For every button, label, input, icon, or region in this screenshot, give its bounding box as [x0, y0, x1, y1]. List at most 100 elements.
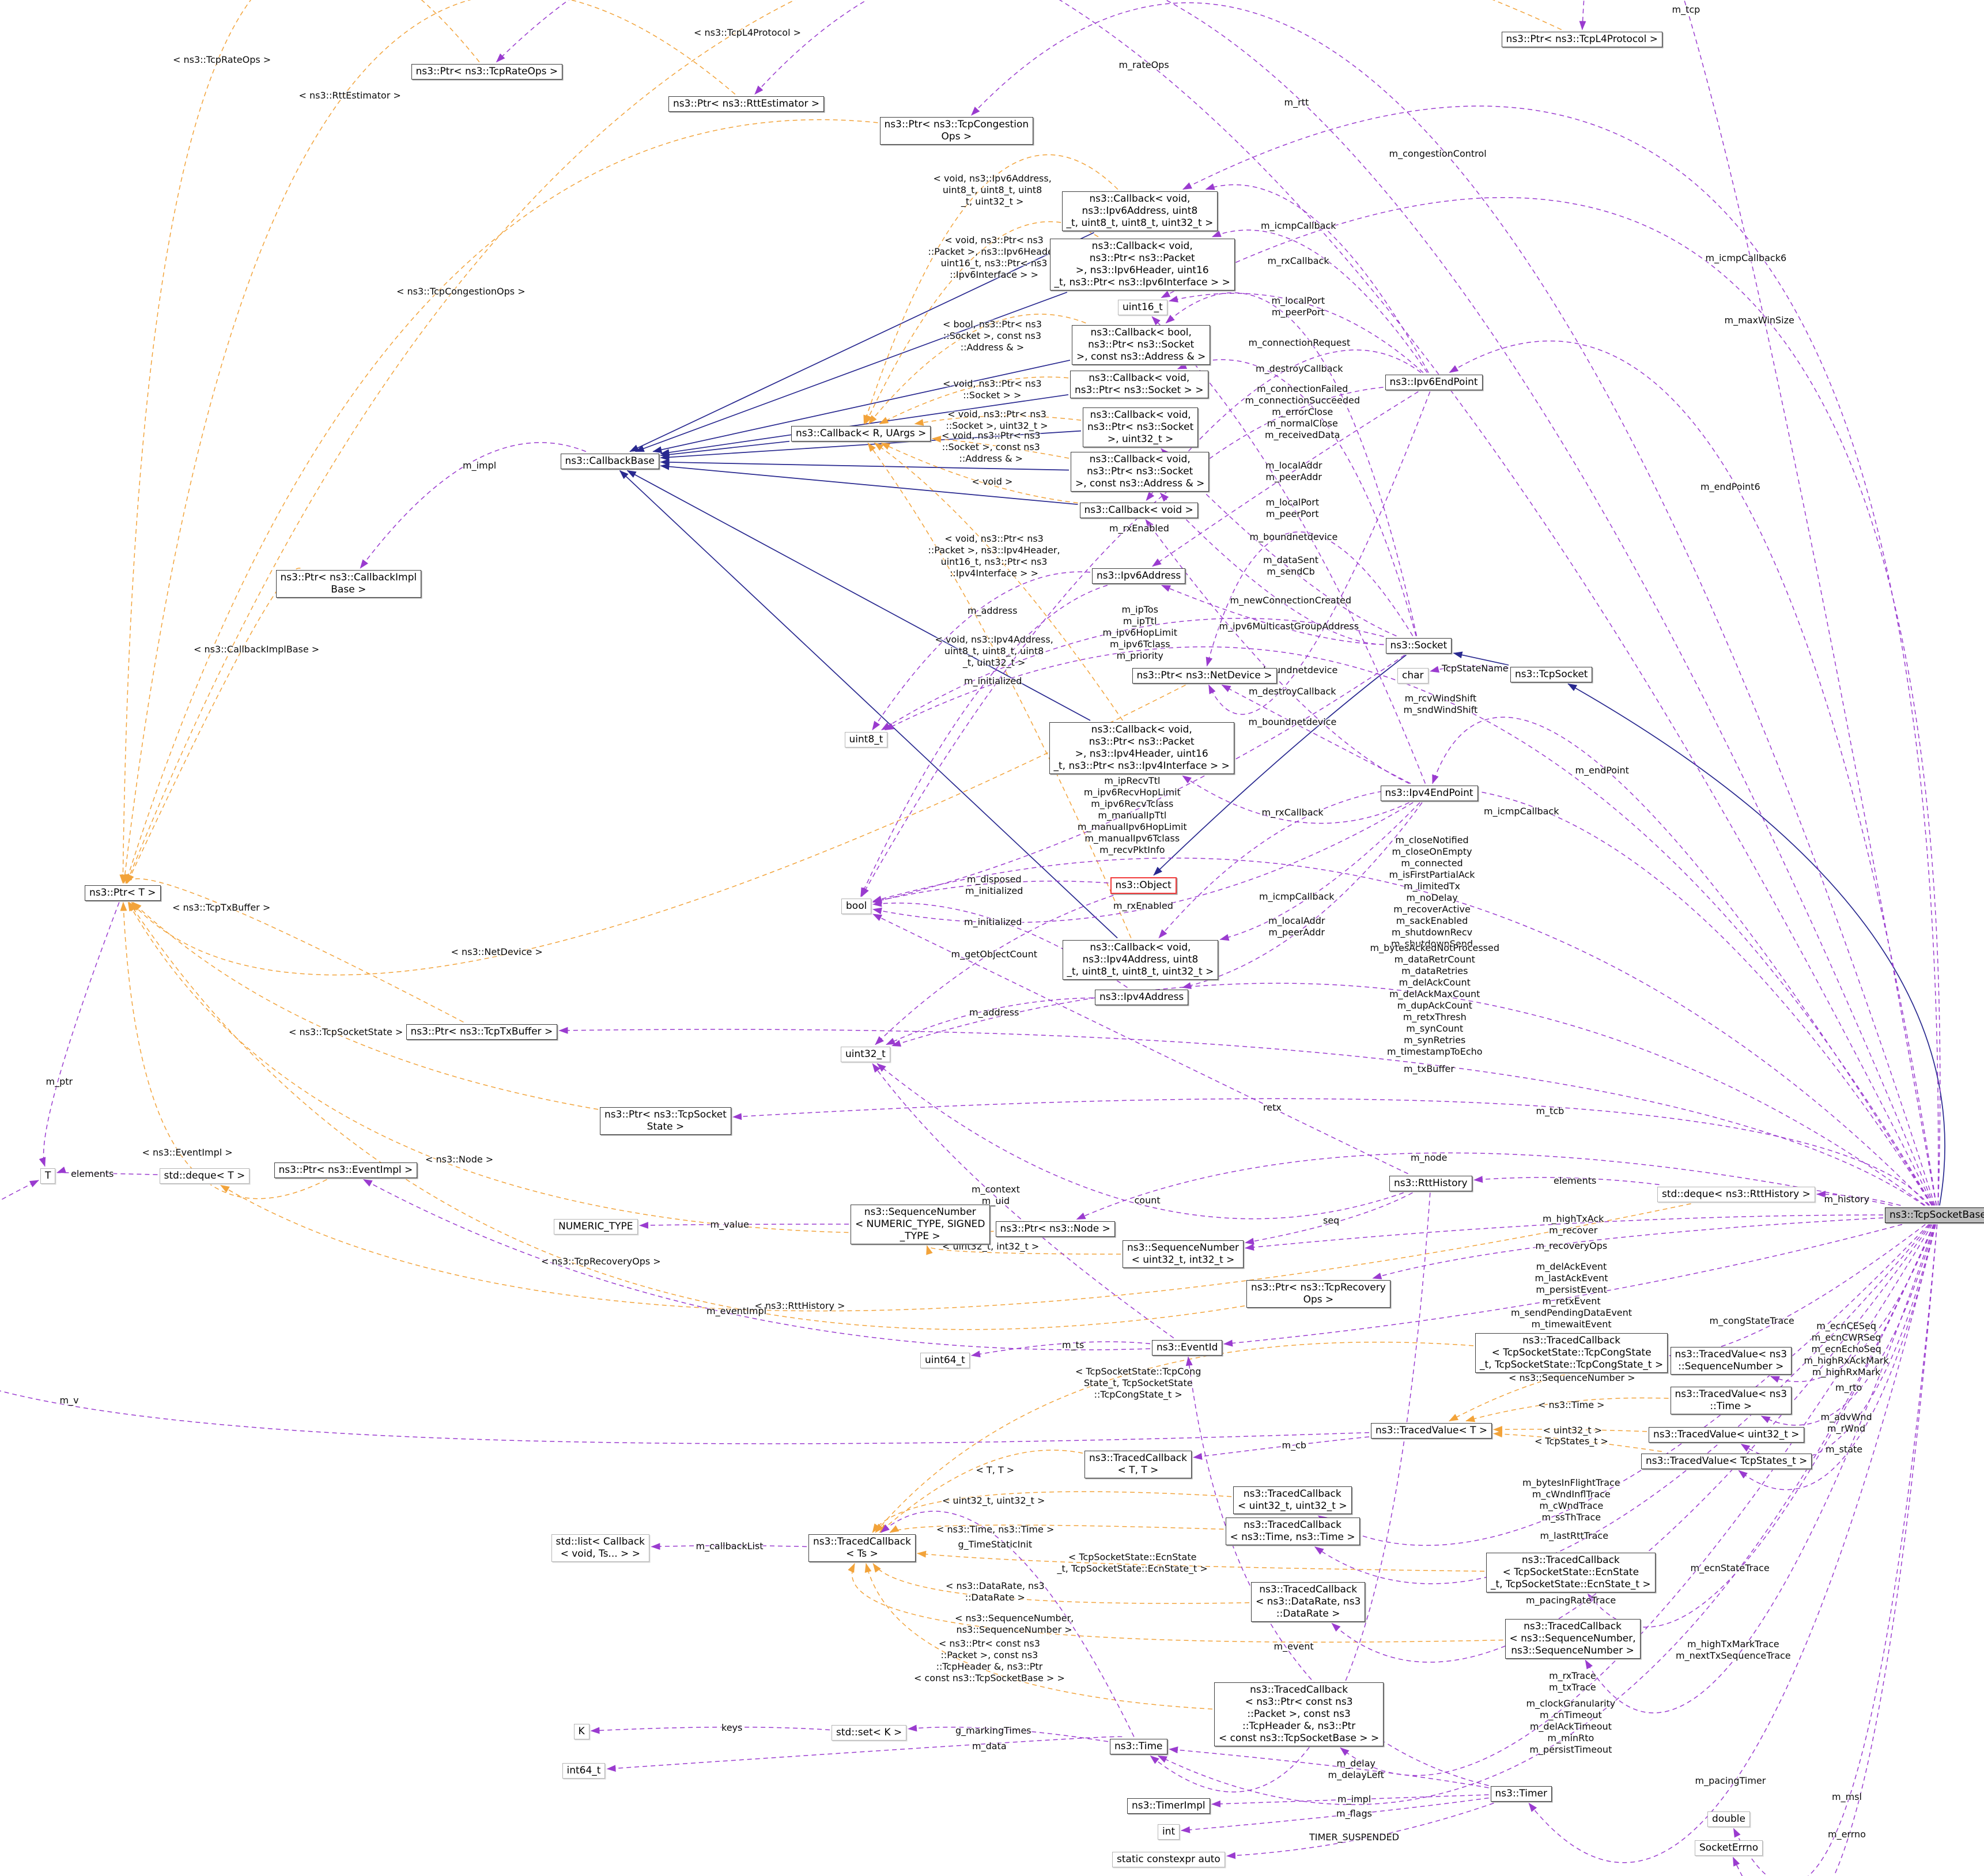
node-setK[interactable]: std::set< K > — [832, 1724, 907, 1741]
node-seqNumGeneric[interactable]: ns3::SequenceNumber < NUMERIC_TYPE, SIGN… — [851, 1204, 990, 1244]
node-tcSeqSeq[interactable]: ns3::TracedCallback < ns3::SequenceNumbe… — [1505, 1618, 1641, 1659]
node-cbRx4[interactable]: ns3::Callback< void, ns3::Ptr< ns3::Pack… — [1049, 722, 1234, 774]
edge-label: m_msl — [1832, 1791, 1862, 1802]
edge-label: m_history — [1824, 1194, 1870, 1205]
node-cbIcmp4[interactable]: ns3::Callback< void, ns3::Ipv4Address, u… — [1062, 939, 1219, 980]
edge-ipv6Address-uint8 — [872, 571, 1091, 731]
node-ptrT[interactable]: ns3::Ptr< T > — [85, 885, 161, 901]
node-eventId[interactable]: ns3::EventId — [1152, 1339, 1223, 1356]
node-objectBox[interactable]: ns3::Object — [1110, 877, 1177, 894]
edge-tcpSocketBase-tvTime — [1760, 1224, 1936, 1426]
node-ptrCong[interactable]: ns3::Ptr< ns3::TcpCongestion Ops > — [879, 117, 1034, 145]
node-cbRUArgs[interactable]: ns3::Callback< R, UArgs > — [791, 425, 931, 441]
edge-label: m_node — [1411, 1152, 1448, 1163]
node-numericType[interactable]: NUMERIC_TYPE — [554, 1218, 638, 1235]
edge-label: m_destroyCallback — [1249, 686, 1336, 697]
node-uint64[interactable]: uint64_t — [920, 1352, 970, 1368]
node-autoBox[interactable]: static constexpr auto — [1112, 1851, 1225, 1867]
node-timerImpl[interactable]: ns3::TimerImpl — [1127, 1798, 1210, 1814]
node-callbackBase[interactable]: ns3::CallbackBase — [560, 453, 659, 469]
node-cbVoidSocket[interactable]: ns3::Callback< void, ns3::Ptr< ns3::Sock… — [1070, 371, 1208, 398]
edge-ipv6EndPoint-ptrNetDevice — [1208, 391, 1431, 715]
node-ptrRtt[interactable]: ns3::Ptr< ns3::RttEstimator > — [668, 96, 825, 112]
node-tvU32[interactable]: ns3::TracedValue< uint32_t > — [1649, 1426, 1804, 1443]
edge-tcpSocketBase-uint16 — [1161, 197, 1941, 1206]
edge-tracedValueT-tcTT — [1193, 1436, 1370, 1460]
node-uint8[interactable]: uint8_t — [844, 731, 888, 748]
node-tcEcn[interactable]: ns3::TracedCallback < TcpSocketState::Ec… — [1486, 1552, 1656, 1592]
node-listCallback[interactable]: std::list< Callback < void, Ts... > > — [551, 1534, 650, 1562]
node-ptrCbImplBase[interactable]: ns3::Ptr< ns3::CallbackImpl Base > — [275, 570, 422, 598]
node-uint32[interactable]: uint32_t — [841, 1046, 890, 1062]
node-cbSocketAddr[interactable]: ns3::Callback< void, ns3::Ptr< ns3::Sock… — [1071, 451, 1210, 492]
node-boolBox[interactable]: bool — [841, 898, 872, 914]
node-tvSeqNum[interactable]: ns3::TracedValue< ns3 ::SequenceNumber > — [1670, 1347, 1792, 1375]
node-tcDataRate[interactable]: ns3::TracedCallback < ns3::DataRate, ns3… — [1251, 1581, 1366, 1622]
node-tcCongState[interactable]: ns3::TracedCallback < TcpSocketState::Tc… — [1475, 1333, 1668, 1373]
node-doubleBox[interactable]: double — [1707, 1811, 1750, 1827]
node-ptrNode[interactable]: ns3::Ptr< ns3::Node > — [995, 1221, 1115, 1237]
node-tcTs[interactable]: ns3::TracedCallback < Ts > — [808, 1534, 916, 1562]
node-ptrTcpSocketState[interactable]: ns3::Ptr< ns3::TcpSocket State > — [600, 1107, 731, 1135]
node-tracedValueT[interactable]: ns3::TracedValue< T > — [1371, 1422, 1492, 1439]
node-ptrRecovery[interactable]: ns3::Ptr< ns3::TcpRecovery Ops > — [1246, 1280, 1390, 1308]
node-tcpSocketBase[interactable]: ns3::TcpSocketBase — [1885, 1207, 1984, 1223]
node-kBox[interactable]: K — [573, 1723, 589, 1739]
node-int64[interactable]: int64_t — [562, 1762, 606, 1779]
node-tBox[interactable]: T — [40, 1168, 56, 1184]
node-socketErrno[interactable]: SocketErrno — [1695, 1840, 1763, 1856]
node-ipv6Address[interactable]: ns3::Ipv6Address — [1092, 568, 1186, 584]
node-cbRx6[interactable]: ns3::Callback< void, ns3::Ptr< ns3::Pack… — [1049, 239, 1235, 290]
node-ptrTcpL4[interactable]: ns3::Ptr< ns3::TcpL4Protocol > — [1501, 31, 1662, 47]
edge-tcTT-tcTs — [879, 1450, 1083, 1533]
node-ipv4EndPoint[interactable]: ns3::Ipv4EndPoint — [1380, 785, 1478, 801]
node-cbIcmp6[interactable]: ns3::Callback< void, ns3::Ipv6Address, u… — [1061, 191, 1218, 231]
node-tcTimeTime[interactable]: ns3::TracedCallback < ns3::Time, ns3::Ti… — [1225, 1518, 1360, 1545]
edge-label: < ns3::TcpSocketState > — [289, 1026, 403, 1037]
edge-label: TcpStateName — [1442, 663, 1509, 674]
node-ipv4Address[interactable]: ns3::Ipv4Address — [1095, 989, 1189, 1005]
edge-socket-ptrNetDevice — [1205, 531, 1414, 667]
node-ptrRateOps[interactable]: ns3::Ptr< ns3::TcpRateOps > — [411, 63, 563, 80]
edge-label: m_maxWinSize — [1724, 315, 1794, 326]
edge-ipv4EndPoint-cbRx4 — [1182, 775, 1409, 824]
node-dequeT[interactable]: std::deque< T > — [159, 1168, 250, 1184]
node-tcU32U32[interactable]: ns3::TracedCallback < uint32_t, uint32_t… — [1233, 1486, 1352, 1514]
edge-label: m_bytesAckedNotProcessed m_dataRetrCount… — [1370, 942, 1500, 1057]
node-tcPacketHdr[interactable]: ns3::TracedCallback < ns3::Ptr< const ns… — [1214, 1682, 1384, 1746]
node-rttHistory[interactable]: ns3::RttHistory — [1389, 1175, 1472, 1191]
node-cbVoid[interactable]: ns3::Callback< void > — [1079, 502, 1198, 518]
node-socket[interactable]: ns3::Socket — [1385, 637, 1452, 654]
edge-tcpSocketBase-ptrNode — [1076, 1152, 1893, 1220]
node-intBox[interactable]: int — [1158, 1824, 1180, 1840]
node-uint16[interactable]: uint16_t — [1118, 299, 1167, 315]
edge-tcpSocketBase-tvTcpStates — [1738, 1224, 1936, 1490]
edge-label: m_delAckEvent m_lastAckEvent m_persistEv… — [1511, 1261, 1632, 1330]
edge-ipv6EndPoint-uint16 — [1169, 293, 1424, 373]
node-ptrEventImpl[interactable]: ns3::Ptr< ns3::EventImpl > — [274, 1162, 418, 1178]
edge-tvTime-tracedValueT — [1465, 1397, 1669, 1422]
edge-ptrEventImpl-ptrT — [120, 901, 327, 1199]
node-ipv6EndPoint[interactable]: ns3::Ipv6EndPoint — [1385, 374, 1483, 390]
node-tcpSocket[interactable]: ns3::TcpSocket — [1510, 666, 1593, 682]
edge-label: m_txBuffer — [1404, 1063, 1454, 1074]
edge-label: < ns3::TcpRateOps > — [173, 54, 271, 65]
node-tcTT[interactable]: ns3::TracedCallback < T, T > — [1084, 1451, 1192, 1478]
edge-tcpSocketBase-timerBox — [1528, 1224, 1936, 1863]
edge-label: m_ecnCESeq m_ecnCWRSeq m_ecnEchoSeq m_hi… — [1804, 1320, 1889, 1377]
node-dequeRtt[interactable]: std::deque< ns3::RttHistory > — [1657, 1186, 1815, 1202]
edge-cbVoid-cbRUArgs — [880, 442, 1078, 504]
node-timeBox[interactable]: ns3::Time — [1110, 1738, 1167, 1754]
node-ptrNetDevice[interactable]: ns3::Ptr< ns3::NetDevice > — [1132, 667, 1277, 684]
node-ptrTxBuffer[interactable]: ns3::Ptr< ns3::TcpTxBuffer > — [406, 1024, 558, 1040]
node-tvTime[interactable]: ns3::TracedValue< ns3 ::Time > — [1670, 1387, 1792, 1414]
node-seqNum32[interactable]: ns3::SequenceNumber < uint32_t, int32_t … — [1123, 1240, 1244, 1268]
node-cbSocketU32[interactable]: ns3::Callback< void, ns3::Ptr< ns3::Sock… — [1083, 407, 1199, 447]
node-charBox[interactable]: char — [1397, 667, 1429, 684]
edge-label: m_rxCallback — [1261, 807, 1324, 818]
node-cbConnReq[interactable]: ns3::Callback< bool, ns3::Ptr< ns3::Sock… — [1072, 324, 1211, 365]
edge-ptrNode-ptrT — [127, 901, 994, 1234]
node-tvTcpStates[interactable]: ns3::TracedValue< TcpStates_t > — [1641, 1453, 1812, 1469]
edge-label: m_getObjectCount — [951, 949, 1037, 960]
node-timerBox[interactable]: ns3::Timer — [1490, 1786, 1552, 1802]
